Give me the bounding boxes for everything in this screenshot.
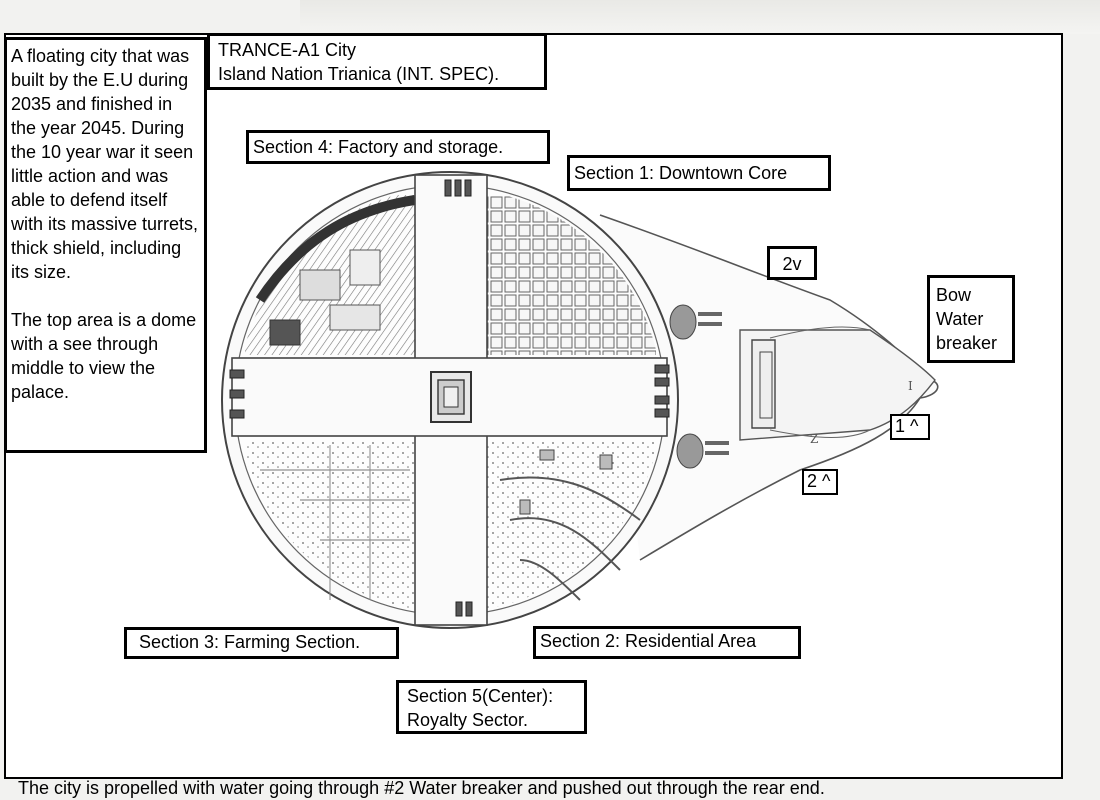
section4-label: Section 4: Factory and storage. [246,130,550,164]
section5-label: Section 5(Center): Royalty Sector. [396,680,587,734]
description-paragraph-2: The top area is a dome with a see throug… [11,310,197,402]
bow-water-breaker-label: Bow Water breaker [927,275,1015,363]
section2-label: Section 2: Residential Area [533,626,801,659]
description-paragraph-1: A floating city that was built by the E.… [11,46,199,282]
bow-label-line-3: breaker [936,333,998,353]
city-description: A floating city that was built by the E.… [4,37,207,453]
propulsion-note: The city is propelled with water going t… [18,778,825,798]
section3-label: Section 3: Farming Section. [124,627,399,659]
paper-edge-shadow [300,0,1100,34]
section5-label-line-2: Royalty Sector. [407,710,529,730]
bow-label-line-1: Bow [936,285,972,305]
marker-2-up: 2 ^ [802,469,838,495]
hull-mark-two: Z [810,432,818,446]
section1-district [486,195,656,355]
hull-mark-one: I [908,379,913,393]
section4-district [245,195,415,355]
title-line-2: Island Nation Trianica (INT. SPEC). [218,64,500,84]
bow-label-line-2: Water [936,309,984,329]
title-box: TRANCE-A1 City Island Nation Trianica (I… [207,33,547,90]
section2-district [486,438,656,609]
bow-turret-bottom [676,433,729,469]
marker-2-down: 2v [767,246,817,280]
perimeter-turrets [229,179,670,617]
section5-label-line-1: Section 5(Center): [407,686,554,706]
bow-turret-top [669,304,722,340]
royalty-palace [430,371,472,423]
marker-1-up: 1 ^ [890,414,930,440]
section3-district [245,438,415,610]
title-line-1: TRANCE-A1 City [218,40,357,60]
section1-label: Section 1: Downtown Core [567,155,831,191]
